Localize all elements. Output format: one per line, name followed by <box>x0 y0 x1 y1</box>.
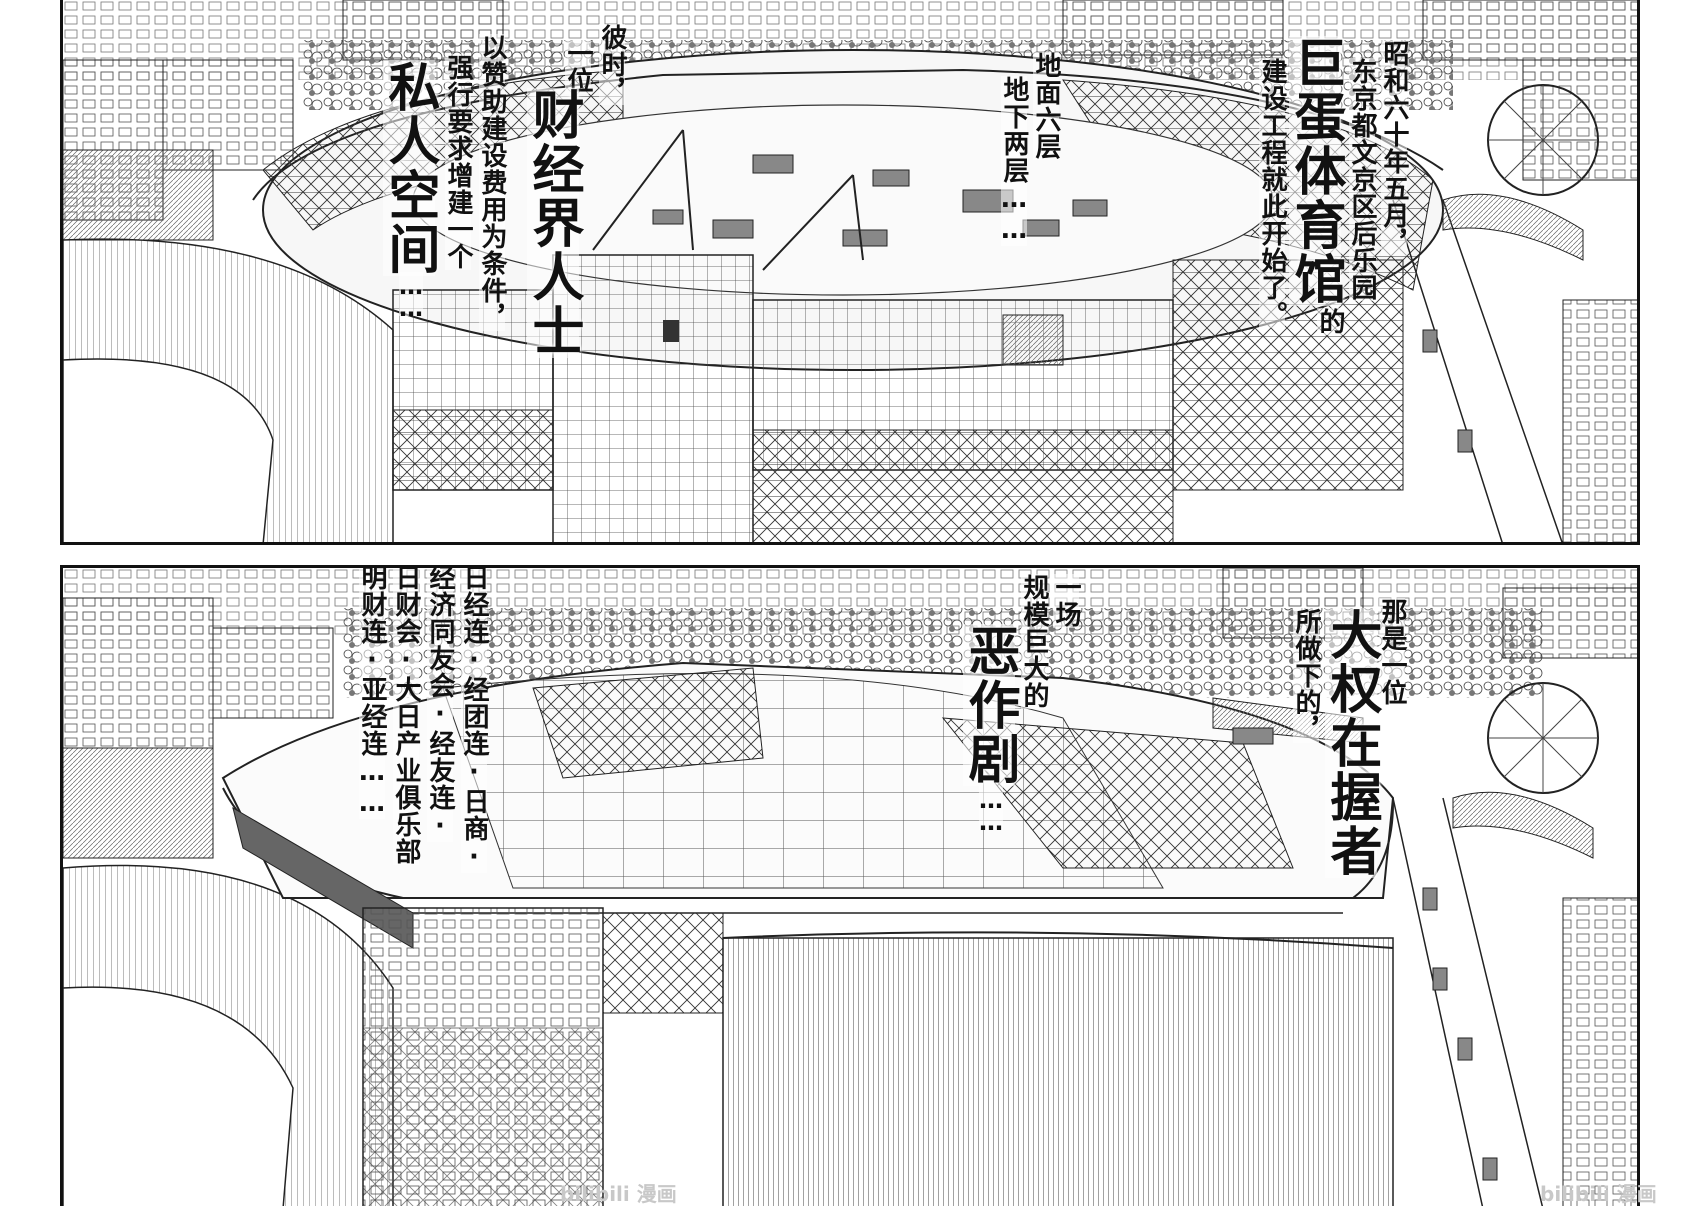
caption-org-list-4: 明财连·亚经连…… <box>357 565 387 819</box>
caption-particle: 的 <box>1315 308 1345 335</box>
caption-huge-scale: 规模巨大的 <box>1019 574 1049 709</box>
caption-floors-above: 地面六层 <box>1031 52 1061 160</box>
caption-ellipsis: …… <box>977 786 1005 830</box>
bilibili-watermark-right: bilibili 漫画 <box>1540 1182 1657 1206</box>
caption-a: 一场 <box>1051 574 1081 628</box>
panel-top-construction: 昭和六十年五月， 东京都文京区后乐园 巨蛋体育馆 的 建设工程就此开始了。 地面… <box>60 0 1640 545</box>
caption-org-list-3: 日财会·大日产业俱乐部 <box>391 565 421 865</box>
caption-ellipsis: …… <box>397 272 425 316</box>
caption-done-by: 所做下的， <box>1291 608 1321 743</box>
caption-at-that-time: 彼时， <box>597 24 627 105</box>
bilibili-watermark-left: bilibili 漫画 <box>560 1182 677 1206</box>
old-stadium <box>63 238 394 542</box>
highway-and-ferris-wheel <box>1392 84 1637 542</box>
caption-demand: 强行要求增建一个 <box>443 54 473 270</box>
caption-org-list-1: 日经连·经团连·日商· <box>459 565 489 873</box>
caption-floors-below: 地下两层…… <box>999 76 1029 246</box>
panel-bottom-dome: 那是一位 大权在握者 所做下的， 一场 规模巨大的 恶作剧 …… 日经连·经团连… <box>60 565 1640 1206</box>
background-buildings <box>63 0 1637 241</box>
caption-one-person: 一位 <box>563 40 593 94</box>
old-stadium <box>63 864 394 1206</box>
caption-org-list-2: 经济同友会·经友连· <box>425 565 455 842</box>
caption-prank: 恶作剧 <box>959 624 1020 786</box>
caption-that-was: 那是一位 <box>1377 598 1407 706</box>
caption-date: 昭和六十年五月， <box>1379 40 1409 256</box>
caption-condition: 以赞助建设费用为条件， <box>477 34 507 331</box>
caption-powerful-person: 大权在握者 <box>1321 608 1382 878</box>
caption-private-space: 私人空间 <box>379 60 440 276</box>
caption-construction-start: 建设工程就此开始了。 <box>1257 58 1287 328</box>
caption-big-egg-dome: 巨蛋体育馆 <box>1285 36 1346 306</box>
caption-location: 东京都文京区后乐园 <box>1347 58 1377 301</box>
caption-financier: 财经界人士 <box>523 88 584 358</box>
